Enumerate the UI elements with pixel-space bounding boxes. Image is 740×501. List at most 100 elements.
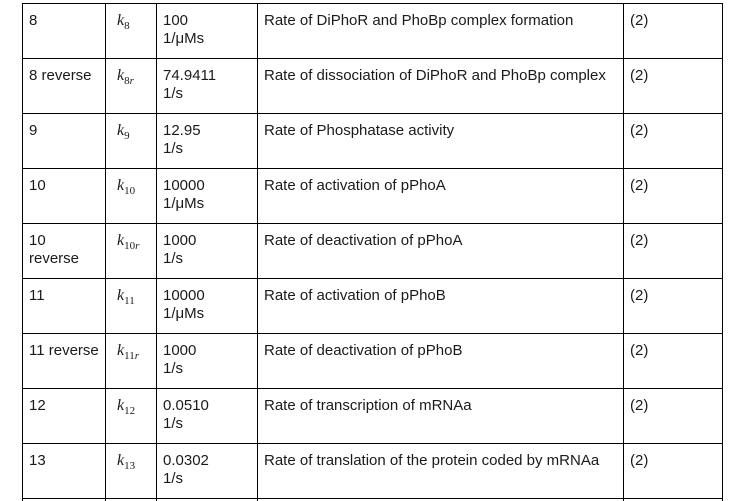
symbol-base: k — [117, 12, 125, 29]
reference-cell: (2) — [623, 168, 723, 224]
step-cell: 9 — [22, 113, 106, 169]
symbol-subscript-number: 10 — [124, 185, 136, 197]
step-cell: 13 — [22, 443, 106, 499]
symbol-subscript: 8r — [124, 75, 134, 87]
table-row-partial — [22, 498, 723, 501]
value-unit: 1/s — [163, 250, 184, 267]
step-cell: 8 reverse — [22, 58, 106, 114]
value-unit: 1/s — [163, 415, 184, 432]
value-number: 100 — [163, 12, 189, 29]
description-cell: Rate of transcription of mRNAa — [257, 388, 624, 444]
value-number: 10000 — [163, 177, 205, 194]
symbol-subscript-number: 11 — [124, 350, 135, 362]
step-cell: 10 reverse — [22, 223, 106, 279]
description-cell: Rate of deactivation of pPhoB — [257, 333, 624, 389]
reference-cell: (2) — [623, 388, 723, 444]
rate-constant-symbol: k13 — [112, 452, 135, 472]
symbol-base: k — [117, 232, 125, 249]
symbol-subscript-number: 10 — [124, 240, 136, 252]
symbol-base: k — [117, 287, 125, 304]
value-unit: 1/μMs — [163, 195, 205, 212]
value-unit: 1/μMs — [163, 30, 205, 47]
symbol-subscript: 9 — [124, 130, 130, 142]
rate-constant-symbol: k11 — [112, 287, 135, 307]
step-cell: 11 — [22, 278, 106, 334]
symbol-subscript-number: 13 — [124, 460, 136, 472]
rate-constant-symbol: k12 — [112, 397, 135, 417]
description-cell: Rate of translation of the protein coded… — [257, 443, 624, 499]
step-cell: 12 — [22, 388, 106, 444]
reference-cell: (2) — [623, 58, 723, 114]
symbol-subscript: 13 — [124, 460, 135, 472]
value-unit: 1/s — [163, 360, 184, 377]
value-unit: 1/s — [163, 140, 184, 157]
value-number: 1000 — [163, 232, 197, 249]
symbol-subscript: 8 — [124, 20, 130, 32]
value-unit: 1/s — [163, 470, 184, 487]
symbol-subscript: 11r — [124, 350, 139, 362]
reference-cell: (2) — [623, 443, 723, 499]
symbol-base: k — [117, 452, 125, 469]
symbol-cell: k13 — [105, 443, 157, 499]
reference-cell: (2) — [623, 113, 723, 169]
description-cell: Rate of deactivation of pPhoA — [257, 223, 624, 279]
empty-cell — [623, 498, 723, 501]
symbol-subscript: 10r — [124, 240, 139, 252]
symbol-base: k — [117, 122, 125, 139]
symbol-cell: k10 — [105, 168, 157, 224]
rate-constant-symbol: k9 — [112, 122, 130, 142]
value-number: 0.0302 — [163, 452, 209, 469]
symbol-base: k — [117, 342, 125, 359]
rate-constant-symbol: k11r — [112, 342, 139, 362]
description-cell: Rate of DiPhoR and PhoBp complex formati… — [257, 3, 624, 59]
value-unit: 1/s — [163, 85, 184, 102]
rate-constant-symbol: k10r — [112, 232, 139, 252]
rate-constant-symbol: k8 — [112, 12, 130, 32]
symbol-subscript: 10 — [124, 185, 135, 197]
symbol-subscript-reverse: r — [135, 240, 140, 252]
step-cell: 11 reverse — [22, 333, 106, 389]
reference-cell: (2) — [623, 223, 723, 279]
symbol-subscript-number: 12 — [124, 405, 136, 417]
value-unit: 1/μMs — [163, 305, 205, 322]
rate-constant-symbol: k8r — [112, 67, 134, 87]
value-number: 1000 — [163, 342, 197, 359]
reference-cell: (2) — [623, 3, 723, 59]
step-cell: 8 — [22, 3, 106, 59]
symbol-cell: k10r — [105, 223, 157, 279]
symbol-cell: k12 — [105, 388, 157, 444]
description-cell: Rate of dissociation of DiPhoR and PhoBp… — [257, 58, 624, 114]
symbol-base: k — [117, 67, 125, 84]
symbol-cell: k11 — [105, 278, 157, 334]
symbol-subscript-reverse: r — [134, 350, 139, 362]
symbol-subscript: 11 — [124, 295, 135, 307]
value-number: 0.0510 — [163, 397, 209, 414]
symbol-base: k — [117, 397, 125, 414]
symbol-subscript-reverse: r — [129, 75, 134, 87]
value-number: 10000 — [163, 287, 205, 304]
symbol-subscript-number: 8 — [124, 20, 130, 32]
rate-constant-symbol: k10 — [112, 177, 135, 197]
step-cell: 10 — [22, 168, 106, 224]
value-number: 74.9411 — [163, 67, 217, 84]
symbol-subscript: 12 — [124, 405, 135, 417]
symbol-subscript-number: 8 — [124, 75, 130, 87]
